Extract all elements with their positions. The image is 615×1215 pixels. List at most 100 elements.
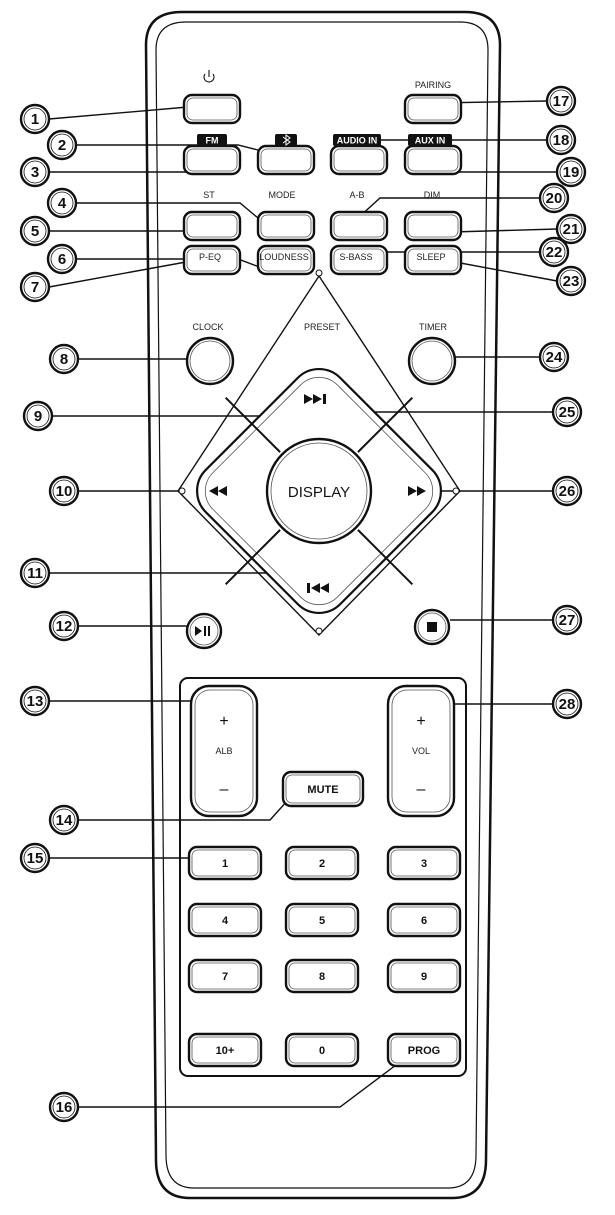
p-eq-button[interactable] <box>182 244 242 276</box>
svg-text:17: 17 <box>553 93 570 110</box>
callout-5: 5 <box>19 215 51 247</box>
sleep-label: SLEEP <box>416 252 445 262</box>
audio-in-tag: AUDIO IN <box>333 134 381 146</box>
keypad-key-0[interactable]: 0 <box>284 1032 360 1068</box>
keypad-key-6[interactable]: 6 <box>386 902 462 938</box>
mode-button[interactable] <box>256 210 316 242</box>
svg-text:15: 15 <box>27 850 44 867</box>
keypad-key-7[interactable]: 7 <box>187 958 263 994</box>
callout-line-4 <box>76 202 259 219</box>
aux-in-button[interactable] <box>403 144 463 176</box>
callout-17: 17 <box>545 85 577 117</box>
callout-13: 13 <box>19 685 51 717</box>
keypad-key-10plus-label: 10+ <box>216 1045 235 1057</box>
callout-line-23 <box>454 261 558 282</box>
audio-in-button[interactable] <box>329 144 389 176</box>
keypad-key-9[interactable]: 9 <box>386 958 462 994</box>
keypad-key-4-label: 4 <box>222 915 229 927</box>
keypad-key-5[interactable]: 5 <box>284 902 360 938</box>
keypad-key-prog[interactable]: PROG <box>386 1032 462 1068</box>
sleep-button[interactable] <box>403 244 463 276</box>
callout-16: 16 <box>48 1091 80 1123</box>
callout-line-21 <box>451 228 558 233</box>
volume-rocker-label: VOL <box>412 746 430 756</box>
pairing-button[interactable] <box>403 93 463 125</box>
a-b-button[interactable] <box>329 210 389 242</box>
mute-button[interactable]: MUTE <box>281 770 365 808</box>
svg-text:22: 22 <box>546 244 563 261</box>
svg-text:13: 13 <box>27 693 44 710</box>
callout-line-2 <box>76 144 259 151</box>
callout-26: 26 <box>551 475 583 507</box>
keypad-key-2-label: 2 <box>319 858 325 870</box>
keypad-key-2[interactable]: 2 <box>284 845 360 881</box>
svg-text:26: 26 <box>559 483 576 500</box>
st-button[interactable] <box>182 210 242 242</box>
clock-label: CLOCK <box>192 322 223 332</box>
svg-text:14: 14 <box>56 812 73 829</box>
a-b-label: A-B <box>349 190 364 200</box>
callout-line-7 <box>48 261 187 288</box>
bluetooth-icon <box>282 134 291 146</box>
loudness-button[interactable] <box>256 244 316 276</box>
volume-rocker[interactable]: +VOL– <box>386 684 456 818</box>
keypad-key-1[interactable]: 1 <box>187 845 263 881</box>
mute-button-label: MUTE <box>307 784 338 796</box>
dpad-tip-mark <box>178 487 186 495</box>
svg-text:2: 2 <box>58 137 66 154</box>
svg-text:25: 25 <box>559 404 576 421</box>
keypad-key-5-label: 5 <box>319 915 325 927</box>
prev-track-button[interactable] <box>307 583 329 593</box>
pairing-label: PAIRING <box>415 80 451 90</box>
dim-button[interactable] <box>403 210 463 242</box>
fast-forward-button[interactable] <box>408 486 426 496</box>
timer-button[interactable] <box>407 336 457 386</box>
power-icon <box>203 70 215 83</box>
play-pause-button[interactable] <box>185 612 223 650</box>
keypad-key-6-label: 6 <box>421 915 427 927</box>
callout-1: 1 <box>19 103 51 135</box>
album-rocker[interactable]: +ALB– <box>189 684 259 818</box>
mode-label: MODE <box>269 190 296 200</box>
keypad-key-4[interactable]: 4 <box>187 902 263 938</box>
callout-3: 3 <box>19 156 51 188</box>
keypad-key-8[interactable]: 8 <box>284 958 360 994</box>
callout-21: 21 <box>555 213 587 245</box>
rewind-button[interactable] <box>209 486 227 496</box>
aux-in-tag: AUX IN <box>408 134 452 146</box>
svg-text:19: 19 <box>563 164 580 181</box>
callout-11: 11 <box>19 557 51 589</box>
dpad-outer-diamond <box>177 274 461 637</box>
svg-text:20: 20 <box>546 190 563 207</box>
stop-button[interactable] <box>413 608 451 646</box>
display-button[interactable]: DISPLAY <box>265 437 373 545</box>
remote-body-inner-outline <box>155 21 489 1189</box>
callout-line-1 <box>48 106 189 120</box>
volume-rocker-plus: + <box>416 713 425 730</box>
timer-label: TIMER <box>419 322 447 332</box>
clock-button[interactable] <box>185 336 235 386</box>
keypad-key-10plus[interactable]: 10+ <box>187 1032 263 1068</box>
keypad-panel <box>179 677 467 1077</box>
callout-18: 18 <box>545 124 577 156</box>
album-rocker-minus: – <box>220 781 229 798</box>
keypad-key-3[interactable]: 3 <box>386 845 462 881</box>
s-bass-button[interactable] <box>329 244 389 276</box>
svg-text:6: 6 <box>58 251 66 268</box>
keypad-key-7-label: 7 <box>222 971 228 983</box>
s-bass-label: S-BASS <box>339 252 372 262</box>
svg-text:1: 1 <box>31 111 39 128</box>
svg-text:FM: FM <box>206 136 219 146</box>
next-track-button[interactable] <box>304 394 326 404</box>
play-pause-icon <box>195 626 210 636</box>
svg-text:5: 5 <box>31 223 39 240</box>
prev-track-icon <box>307 583 329 593</box>
power-button[interactable] <box>182 93 242 125</box>
bluetooth-button[interactable] <box>256 144 316 176</box>
fm-button[interactable] <box>182 144 242 176</box>
svg-text:23: 23 <box>563 273 580 290</box>
svg-text:4: 4 <box>58 195 67 212</box>
svg-text:7: 7 <box>31 279 39 296</box>
callout-4: 4 <box>46 187 78 219</box>
